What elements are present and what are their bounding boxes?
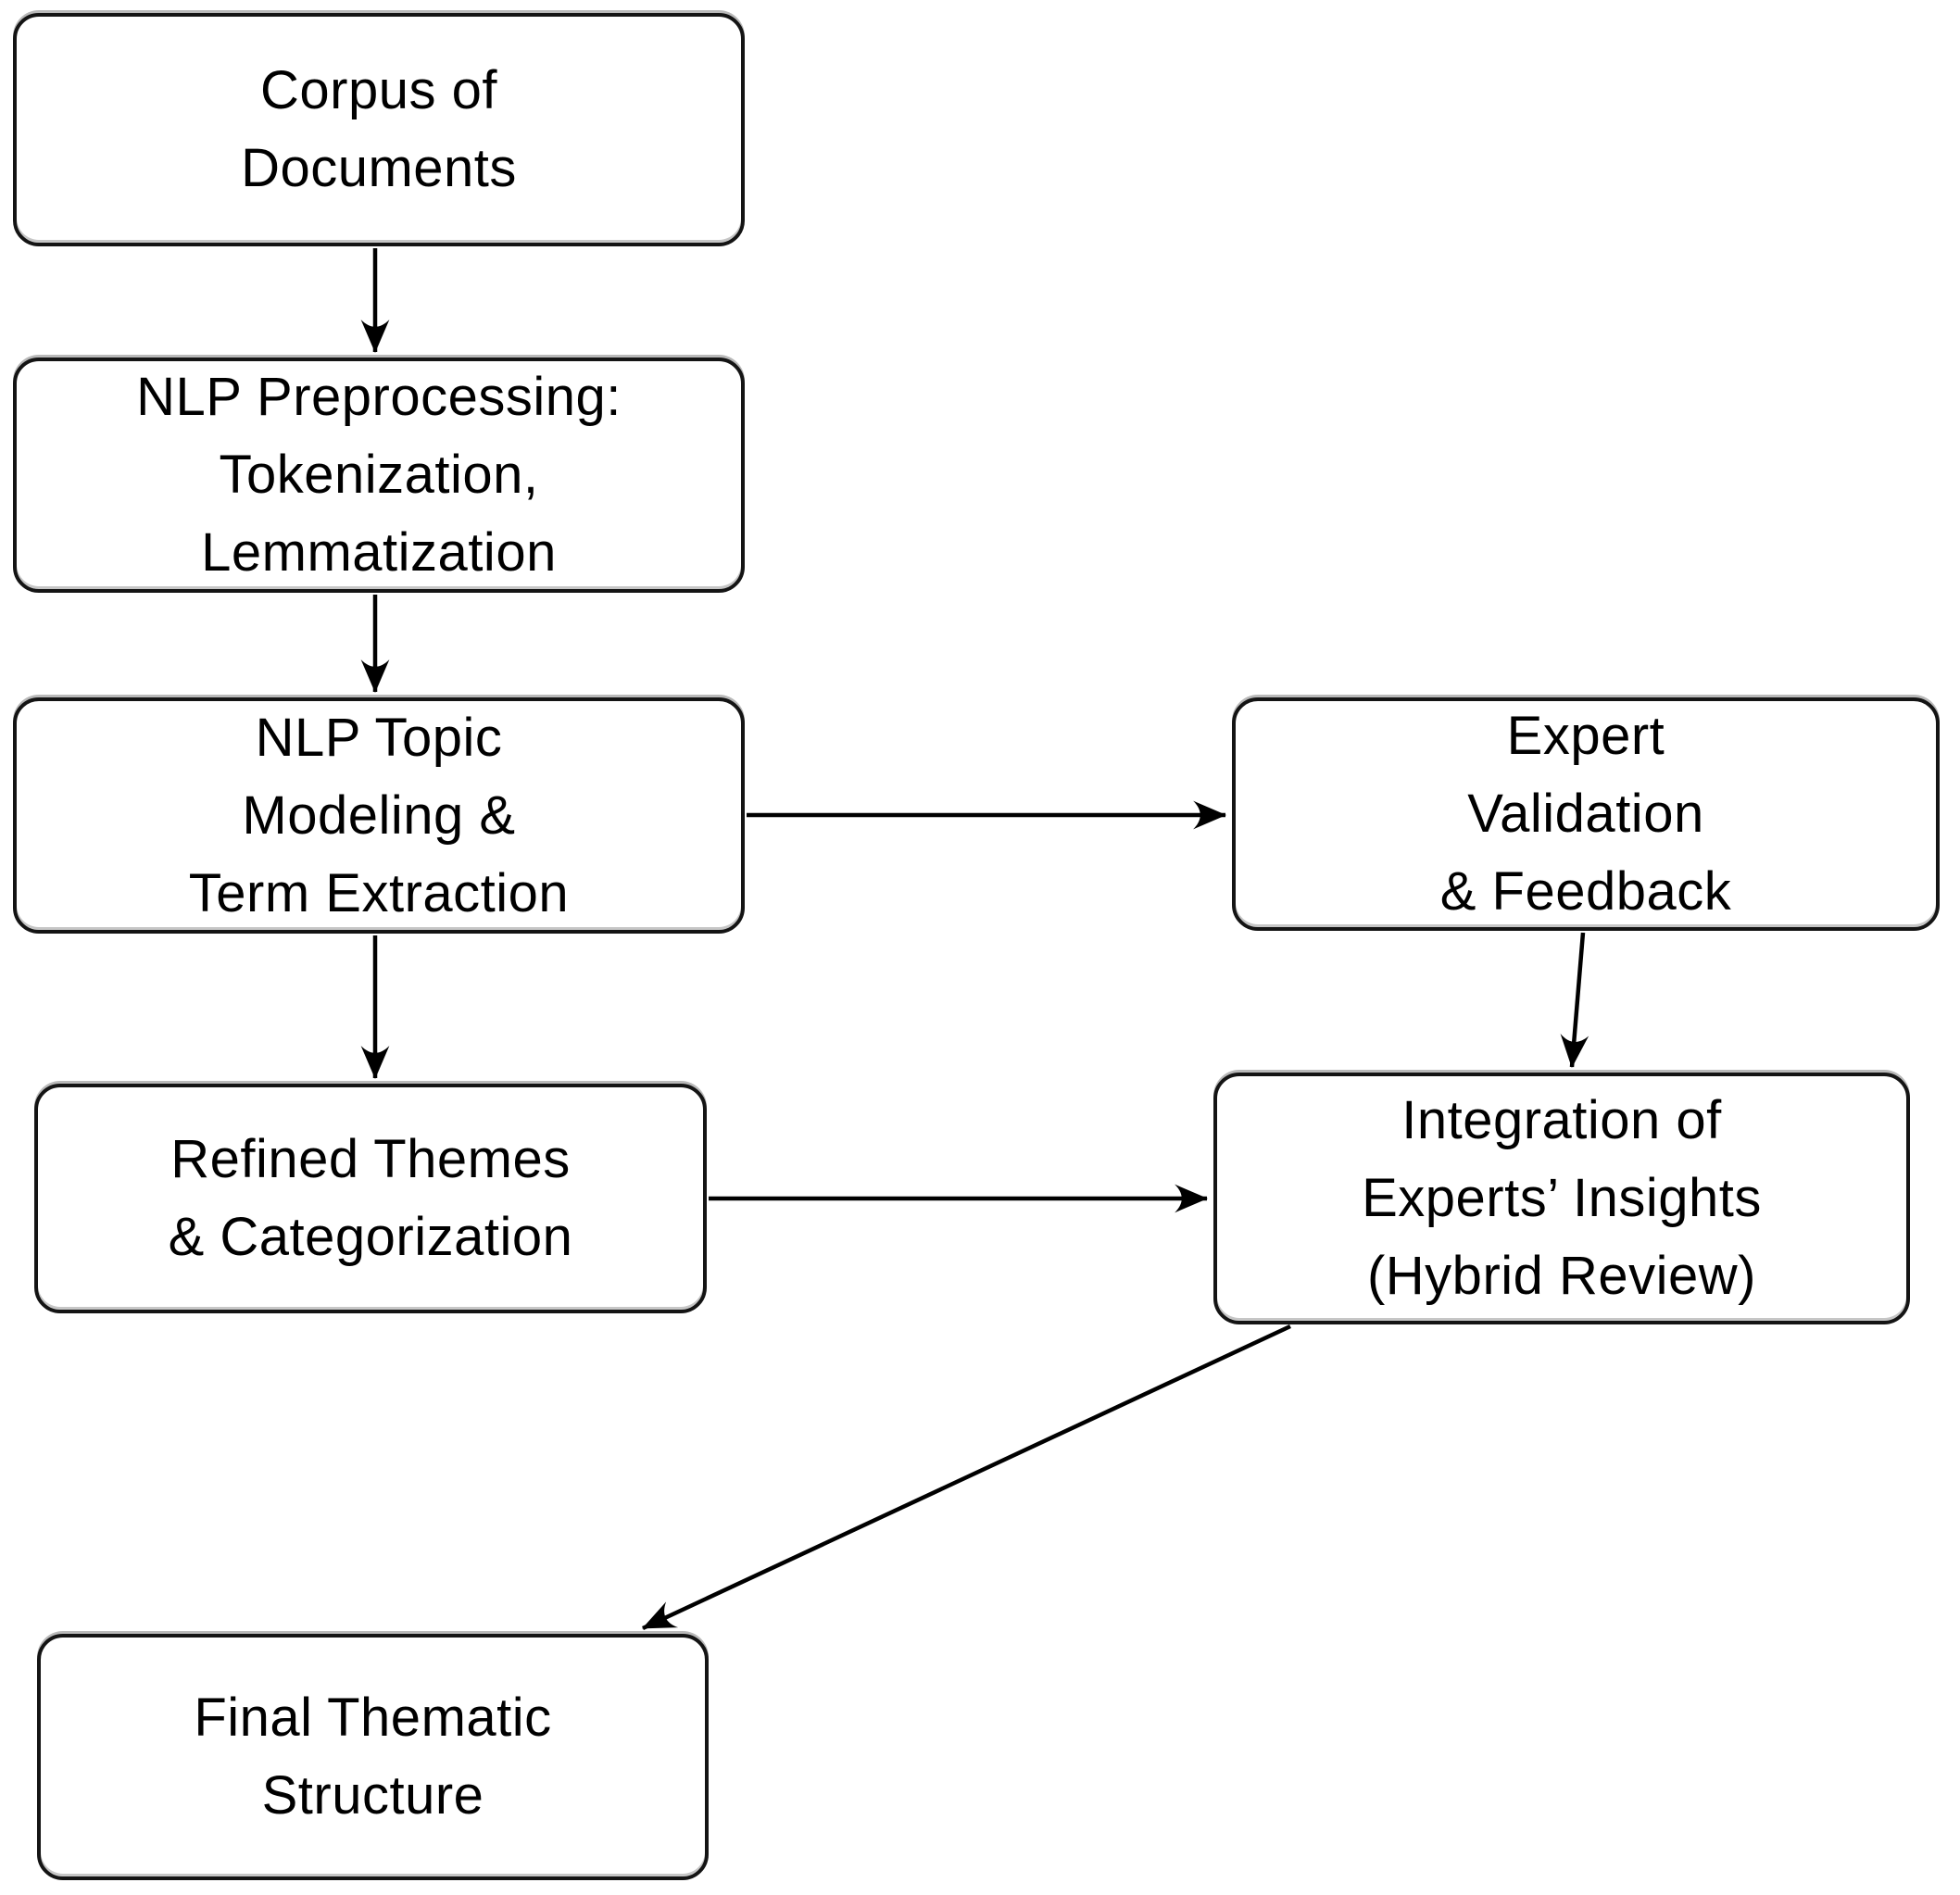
- label-line: Tokenization,: [219, 445, 539, 505]
- label-line: Experts’ Insights: [1362, 1168, 1762, 1228]
- label-line: Term Extraction: [188, 862, 570, 923]
- node-final-thematic-structure: Final Thematic Structure: [37, 1634, 709, 1880]
- node-label: Final Thematic Structure: [194, 1679, 551, 1835]
- node-integration-of-experts-insights: Integration of Experts’ Insights (Hybrid…: [1213, 1073, 1910, 1324]
- node-refined-themes: Refined Themes & Categorization: [34, 1084, 707, 1313]
- label-line: (Hybrid Review): [1366, 1246, 1756, 1306]
- label-line: Expert: [1506, 706, 1665, 766]
- label-line: Structure: [261, 1765, 484, 1826]
- node-nlp-topic-modeling: NLP Topic Modeling & Term Extraction: [13, 697, 745, 934]
- label-line: Documents: [241, 138, 517, 198]
- label-line: Modeling &: [242, 784, 516, 846]
- label-line: Lemmatization: [201, 522, 557, 583]
- node-label: Refined Themes & Categorization: [169, 1121, 573, 1276]
- label-line: NLP Topic: [255, 707, 503, 768]
- label-line: & Feedback: [1439, 861, 1732, 922]
- node-label: NLP Topic Modeling & Term Extraction: [189, 699, 569, 933]
- label-line: Corpus of: [260, 60, 497, 120]
- label-line: Refined Themes: [170, 1129, 571, 1189]
- node-corpus-of-documents: Corpus of Documents: [13, 13, 745, 246]
- node-expert-validation: Expert Validation & Feedback: [1232, 697, 1940, 931]
- label-line: NLP Preprocessing:: [136, 367, 622, 427]
- node-label: Corpus of Documents: [241, 52, 517, 207]
- node-label: Expert Validation & Feedback: [1440, 697, 1732, 931]
- edge-expert-validation-to-integration: [1560, 932, 1589, 1068]
- label-line: Final Thematic: [194, 1688, 552, 1748]
- edge-integration-to-final-structure: [642, 1324, 1291, 1631]
- node-nlp-preprocessing: NLP Preprocessing: Tokenization, Lemmati…: [13, 358, 745, 593]
- node-label: Integration of Experts’ Insights (Hybrid…: [1362, 1082, 1762, 1315]
- node-label: NLP Preprocessing: Tokenization, Lemmati…: [136, 358, 622, 592]
- label-line: & Categorization: [168, 1207, 573, 1267]
- label-line: Validation: [1467, 784, 1704, 844]
- label-line: Integration of: [1401, 1090, 1722, 1150]
